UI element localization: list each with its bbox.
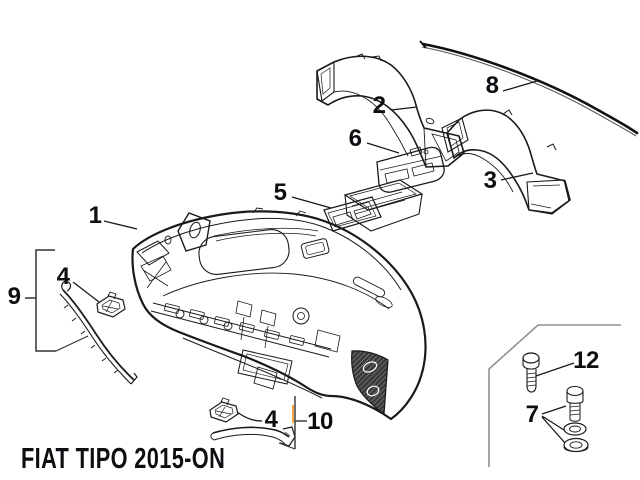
leader-5 xyxy=(291,196,332,209)
leader-3 xyxy=(500,172,534,181)
callout-label-10: 10 xyxy=(307,408,333,435)
callout-label-8: 8 xyxy=(485,72,499,99)
part-bolt xyxy=(522,352,540,393)
leader-7 xyxy=(541,405,567,444)
part-instrument-panel xyxy=(131,207,427,421)
callout-label-2: 2 xyxy=(372,92,386,119)
callout-label-1: 1 xyxy=(88,202,102,229)
leader-4-upper xyxy=(72,281,100,303)
callout-label-12: 12 xyxy=(573,347,599,374)
leader-4-lower xyxy=(236,411,263,422)
part-fastener-stud-washers xyxy=(563,385,589,453)
leader-1 xyxy=(103,220,138,230)
leader-12 xyxy=(535,362,575,377)
part-air-duct-left xyxy=(316,53,465,168)
callout-label-4-lower: 4 xyxy=(264,406,278,433)
part-vent-trim xyxy=(376,146,445,193)
leader-lines xyxy=(72,80,575,444)
leader-2 xyxy=(390,106,418,111)
part-clip-upper xyxy=(96,291,126,318)
diagram-title: FIAT TIPO 2015-ON xyxy=(21,443,226,475)
kit-box-outline xyxy=(488,324,621,467)
callout-label-7: 7 xyxy=(525,401,539,428)
part-lower-trim-strip xyxy=(210,426,296,447)
bracket-9 xyxy=(25,249,89,352)
leader-8 xyxy=(502,80,538,92)
bracket-10 xyxy=(278,396,307,450)
part-side-trim-strip xyxy=(59,280,138,385)
part-center-vent xyxy=(323,179,424,232)
callout-label-3: 3 xyxy=(483,167,497,194)
leader-6 xyxy=(366,142,400,154)
callout-label-6: 6 xyxy=(348,125,362,152)
part-air-duct-right xyxy=(441,109,571,215)
callout-label-4-upper: 4 xyxy=(56,263,70,290)
part-clip-lower xyxy=(209,397,239,423)
callout-label-9: 9 xyxy=(7,283,21,310)
callout-label-5: 5 xyxy=(273,179,287,206)
part-windshield-strip xyxy=(419,40,639,137)
